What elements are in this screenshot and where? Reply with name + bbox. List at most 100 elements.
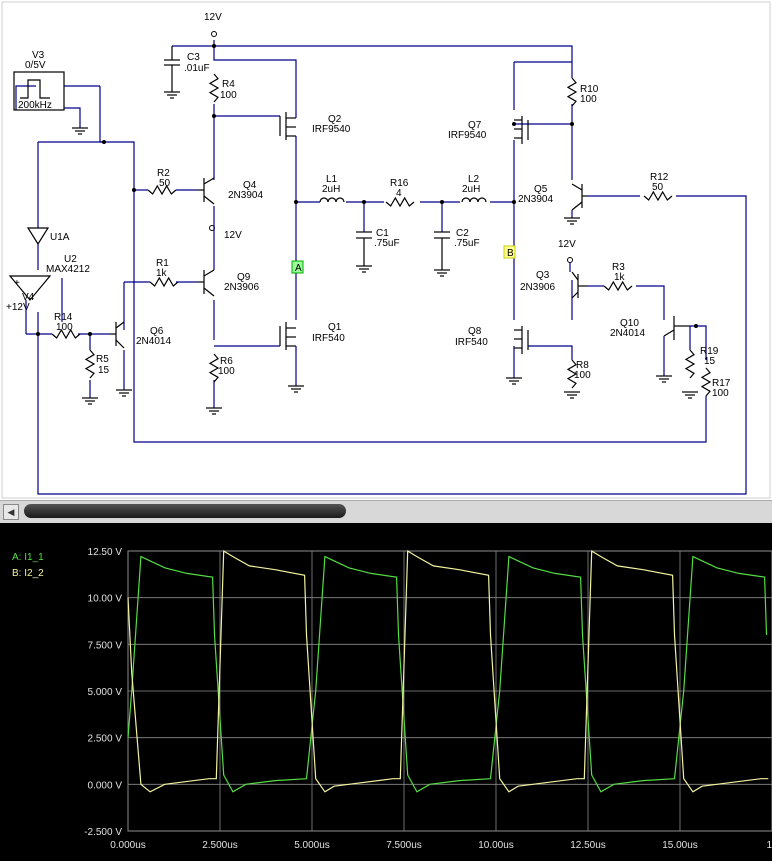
ground-icon [206, 407, 222, 415]
opamp-u2[interactable]: + U2 MAX4212 V4 +12V [6, 254, 90, 334]
legend-entry-b: B: I2_2 [12, 568, 44, 579]
svg-text:V3: V3 [32, 50, 45, 61]
svg-text:IRF540: IRF540 [312, 333, 345, 344]
svg-text:IRF9540: IRF9540 [312, 124, 351, 135]
resistor-r4[interactable] [208, 73, 220, 103]
r19-name: R19 [700, 346, 719, 357]
y-tick-label: 10.00 V [88, 594, 123, 605]
x-tick-label: 17 [766, 840, 772, 851]
bjt-q6[interactable]: Q6 2N4014 [110, 321, 171, 349]
svg-text:2N4014: 2N4014 [136, 336, 171, 347]
svg-text:Q6: Q6 [150, 326, 164, 337]
resistor-r14[interactable] [51, 328, 81, 340]
r10-name: R10 [580, 84, 599, 95]
y-tick-label: 0.000 V [88, 780, 123, 791]
y-tick-labels: 12.50 V10.00 V7.500 V5.000 V2.500 V0.000… [84, 547, 122, 838]
horizontal-scrollbar[interactable]: ◀ [0, 500, 772, 524]
r16-value: 4 [396, 188, 402, 199]
resistor-r16[interactable] [385, 196, 415, 208]
svg-text:C2: C2 [456, 228, 469, 239]
resistor-r6[interactable] [208, 353, 220, 383]
svg-text:2N3904: 2N3904 [518, 194, 553, 205]
svg-text:Q4: Q4 [243, 180, 257, 191]
svg-text:2uH: 2uH [322, 184, 340, 195]
r14-value: 100 [56, 322, 73, 333]
capacitor-c3[interactable]: C3 .01uF [164, 46, 210, 92]
mosfet-q1[interactable]: Q1 IRF540 [279, 322, 345, 350]
svg-text:Q8: Q8 [468, 326, 482, 337]
v3-pulse-source[interactable]: V3 0/5V 200kHz [13, 50, 65, 111]
inductor-l1[interactable]: L1 2uH [319, 174, 345, 203]
svg-text:L1: L1 [326, 174, 338, 185]
bjt-q9[interactable]: Q9 2N3906 [198, 222, 259, 297]
resistor-r2[interactable] [147, 184, 177, 196]
bjt-q3[interactable]: Q3 2N3906 [520, 262, 588, 299]
probe-b[interactable]: B [503, 245, 516, 259]
resistor-r8[interactable] [566, 359, 578, 389]
svg-text:2N4014: 2N4014 [610, 328, 645, 339]
supply-label: 12V [204, 12, 222, 23]
x-tick-label: 7.500us [386, 840, 422, 851]
plot-grid [127, 550, 772, 832]
svg-text:V4: V4 [22, 292, 35, 303]
inductor-l2[interactable]: L2 2uH [461, 174, 487, 203]
bjt-q4[interactable]: Q4 2N3904 [198, 177, 263, 205]
ground-symbols [72, 91, 698, 415]
ground-icon [682, 391, 698, 399]
r19-value: 15 [704, 356, 716, 367]
wires [15, 40, 747, 495]
gate-u1a[interactable]: U1A [26, 227, 70, 270]
mosfet-q8[interactable]: Q8 IRF540 [455, 326, 529, 354]
junctions [36, 44, 698, 336]
r6-name: R6 [220, 356, 233, 367]
svg-text:+: + [14, 278, 20, 289]
mosfet-q2[interactable]: Q2 IRF9540 [279, 112, 351, 140]
svg-text:C1: C1 [376, 228, 389, 239]
resistor-r12[interactable] [643, 190, 673, 202]
resistor-r19[interactable] [684, 349, 696, 379]
capacitor-c1[interactable]: C1 .75uF [356, 228, 400, 266]
supply-terminal [211, 31, 217, 37]
circuit-schematic[interactable]: 12V 12V 12V V3 0/5V 200kHz C3 .01uF R4 1… [0, 0, 772, 500]
resistor-r3[interactable] [603, 280, 633, 292]
svg-text:U1A: U1A [50, 232, 70, 243]
ground-icon [356, 265, 372, 273]
trace-b-line [127, 549, 769, 793]
scroll-thumb[interactable] [24, 504, 346, 518]
y-tick-label: 2.500 V [88, 734, 123, 745]
resistor-r10[interactable] [566, 77, 578, 107]
svg-text:U2: U2 [64, 254, 77, 265]
svg-text:B: B [507, 248, 514, 259]
mosfet-q7[interactable]: Q7 IRF9540 [448, 116, 529, 144]
ground-icon [164, 91, 180, 99]
r5-name: R5 [96, 354, 109, 365]
ground-icon [564, 391, 580, 399]
bjt-q10[interactable]: Q10 2N4014 [610, 316, 690, 376]
schematic-canvas: 12V 12V 12V V3 0/5V 200kHz C3 .01uF R4 1… [1, 1, 771, 499]
probe-a[interactable]: A [291, 260, 304, 274]
svg-text:.75uF: .75uF [454, 238, 480, 249]
capacitor-c2[interactable]: C2 .75uF [434, 228, 480, 270]
ground-icon [72, 127, 88, 135]
svg-text:.01uF: .01uF [184, 63, 210, 74]
bjt-q5[interactable]: Q5 2N3904 [518, 183, 588, 218]
r8-value: 100 [574, 370, 591, 381]
r6-value: 100 [218, 366, 235, 377]
svg-text:2N3904: 2N3904 [228, 190, 263, 201]
resistor-r1[interactable] [149, 276, 179, 288]
resistor-r5[interactable] [84, 349, 96, 379]
r2-name: R2 [157, 168, 170, 179]
r3-name: R3 [612, 262, 625, 273]
scroll-left-button[interactable]: ◀ [3, 504, 19, 520]
supply-terminal [567, 257, 573, 263]
svg-text:200kHz: 200kHz [18, 100, 52, 111]
svg-text:L2: L2 [468, 174, 480, 185]
resistor-r17[interactable] [700, 367, 712, 397]
resistors [51, 73, 712, 397]
q3-supply-label: 12V [558, 239, 576, 250]
y-tick-label: 7.500 V [88, 640, 123, 651]
r17-name: R17 [712, 378, 731, 389]
svg-text:Q3: Q3 [536, 270, 550, 281]
